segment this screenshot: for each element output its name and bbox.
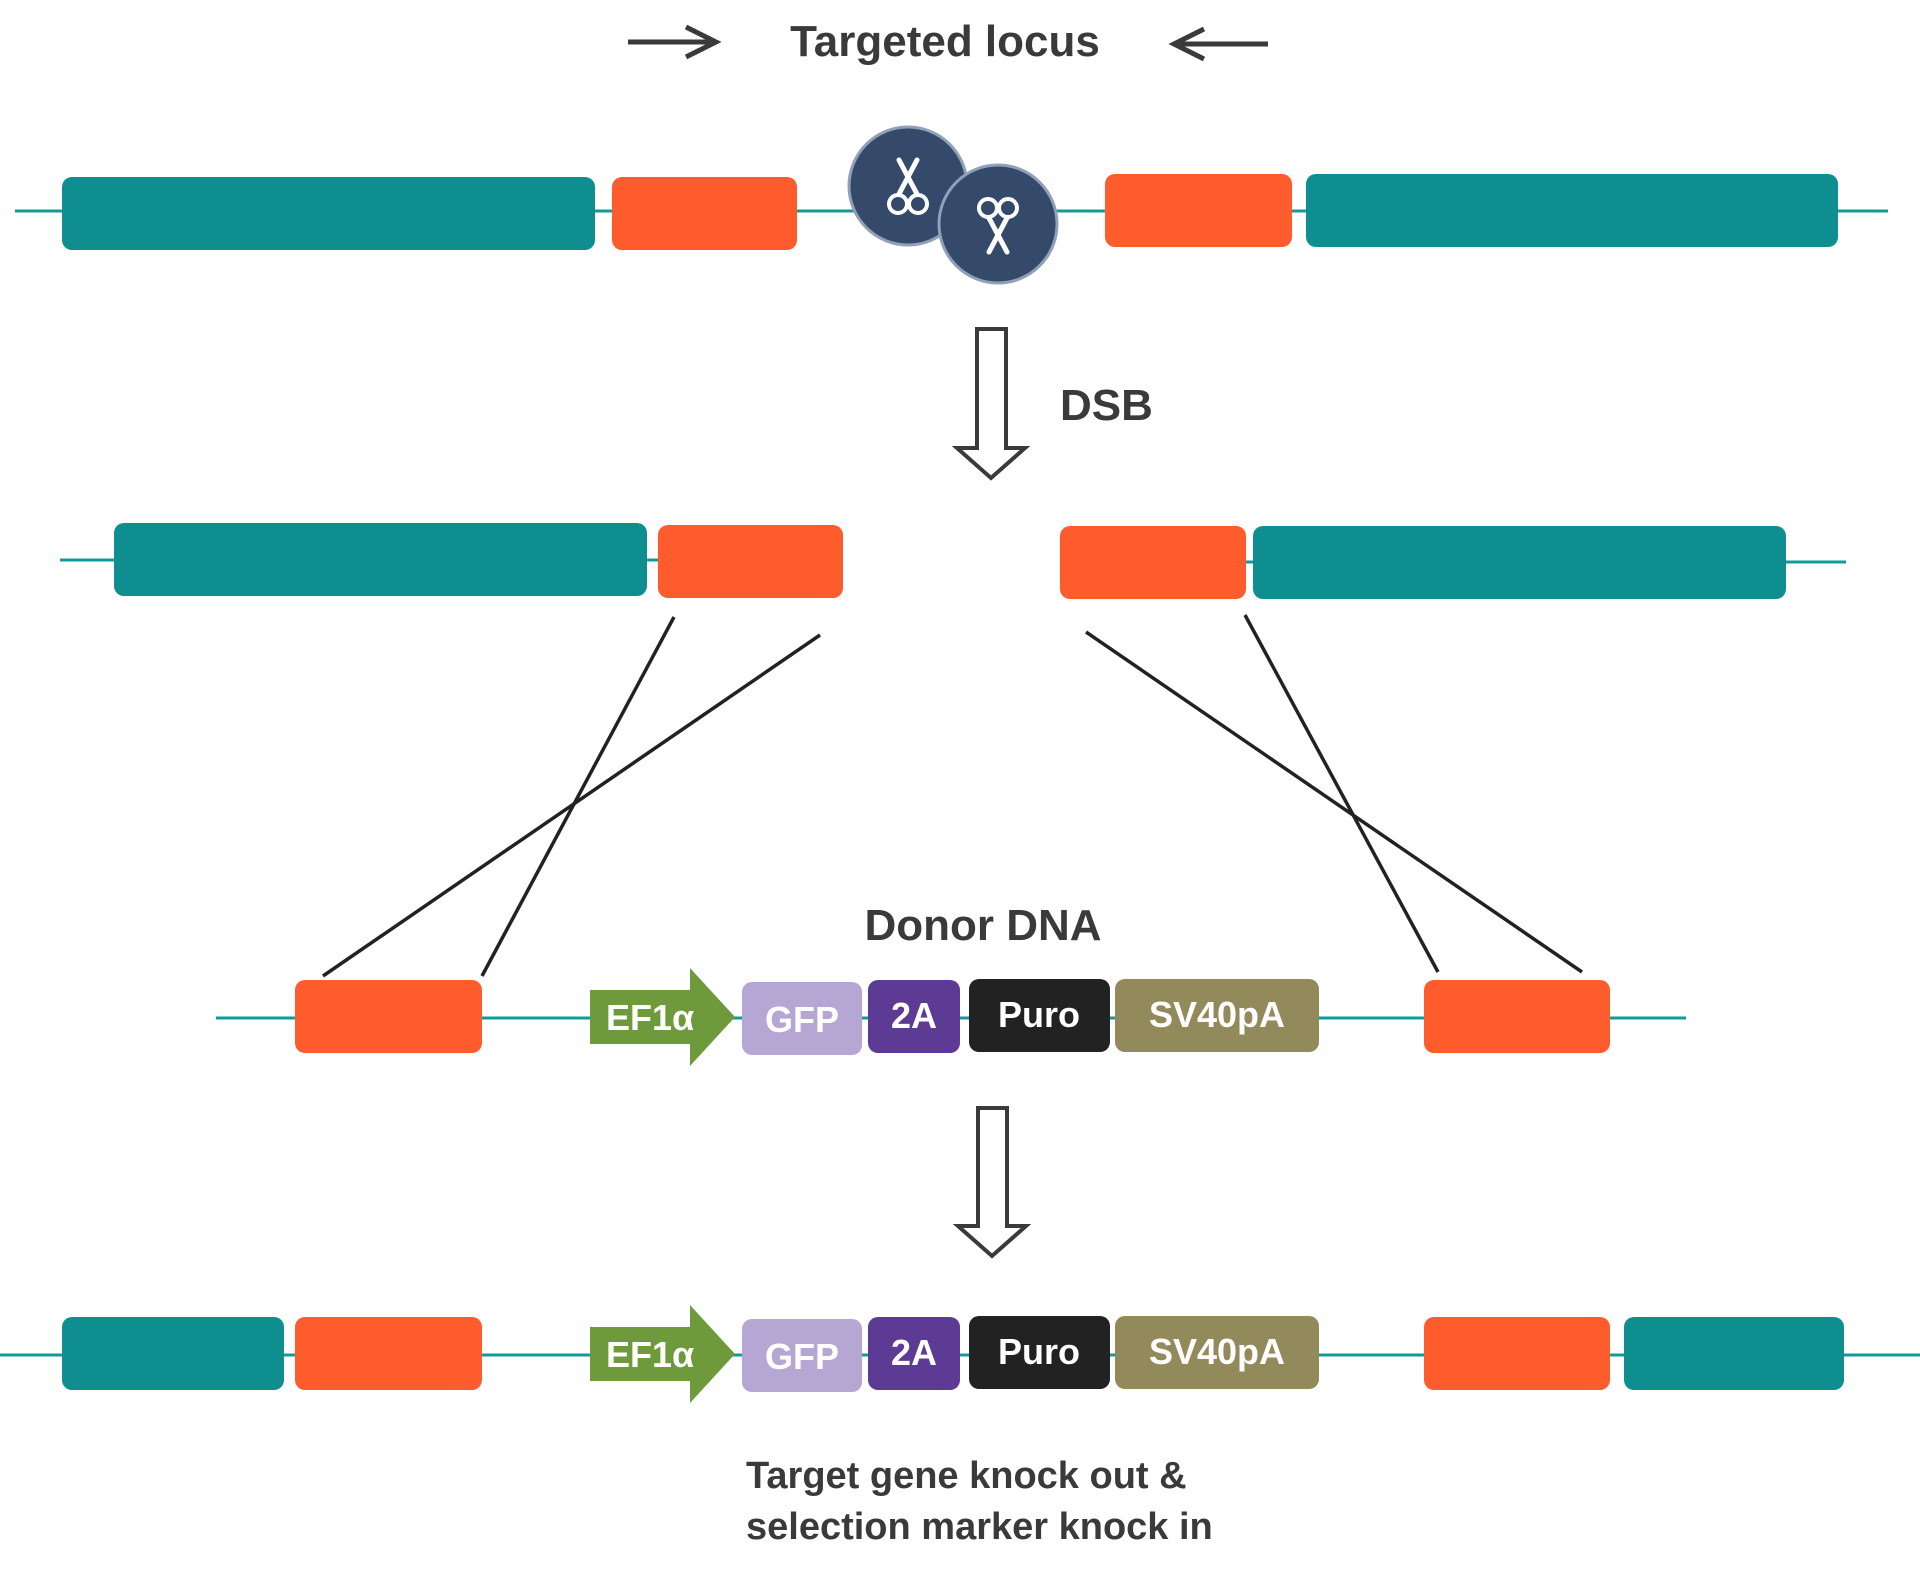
hollow-down-arrow-icon [952, 1106, 1032, 1259]
gfp-block [742, 1319, 862, 1392]
promoter-label: EF1α [606, 1334, 694, 1375]
homology-arm-left [658, 525, 843, 598]
gfp-label: GFP [765, 1336, 839, 1377]
promoter-arrow [590, 1305, 735, 1403]
homology-arm-right [1060, 526, 1246, 599]
scissors-icon [937, 163, 1059, 285]
promoter-label: EF1α [606, 997, 694, 1038]
donor-dna-label: Donor DNA [864, 901, 1101, 950]
title: Targeted locus [790, 17, 1100, 66]
gene-block-left [62, 1317, 284, 1390]
gfp-label: GFP [765, 999, 839, 1040]
targeted-locus-row [15, 125, 1888, 285]
polya-label: SV40pA [1149, 1331, 1285, 1372]
recombination-lines [322, 614, 1583, 978]
marker-label: Puro [998, 994, 1080, 1035]
linker-label: 2A [891, 1332, 937, 1373]
gene-block-right [1253, 526, 1786, 599]
linker-label: 2A [891, 995, 937, 1036]
hollow-down-arrow-icon [951, 327, 1031, 481]
polya-block [1115, 979, 1319, 1052]
homology-arm-right [1424, 980, 1610, 1053]
marker-block [969, 1316, 1110, 1389]
gene-block-right [1624, 1317, 1844, 1390]
homology-arm-right [1424, 1317, 1610, 1390]
dsb-label: DSB [1060, 381, 1153, 430]
homology-arm-left [295, 1317, 482, 1390]
gene-block-right [1306, 174, 1838, 247]
result-caption-line1: Target gene knock out & [746, 1455, 1187, 1497]
linker-block [868, 980, 960, 1053]
arrow-right-icon [628, 24, 722, 60]
polya-label: SV40pA [1149, 994, 1285, 1035]
homology-arm-left [295, 980, 482, 1053]
gfp-block [742, 982, 862, 1055]
marker-block [969, 979, 1110, 1052]
arrow-left-icon [1168, 26, 1268, 62]
result-locus-row: EF1α GFP 2A Puro SV40pA [0, 1305, 1920, 1403]
marker-label: Puro [998, 1331, 1080, 1372]
linker-block [868, 1317, 960, 1390]
homology-arm-right [1105, 174, 1292, 247]
polya-block [1115, 1316, 1319, 1389]
donor-dna-row: EF1α GFP 2A Puro SV40pA [216, 968, 1686, 1066]
broken-locus-row [60, 523, 1846, 599]
gene-block-left [114, 523, 647, 596]
homology-arm-left [612, 177, 797, 250]
gene-block-left [62, 177, 595, 250]
result-caption-line2: selection marker knock in [746, 1506, 1213, 1548]
promoter-arrow [590, 968, 735, 1066]
